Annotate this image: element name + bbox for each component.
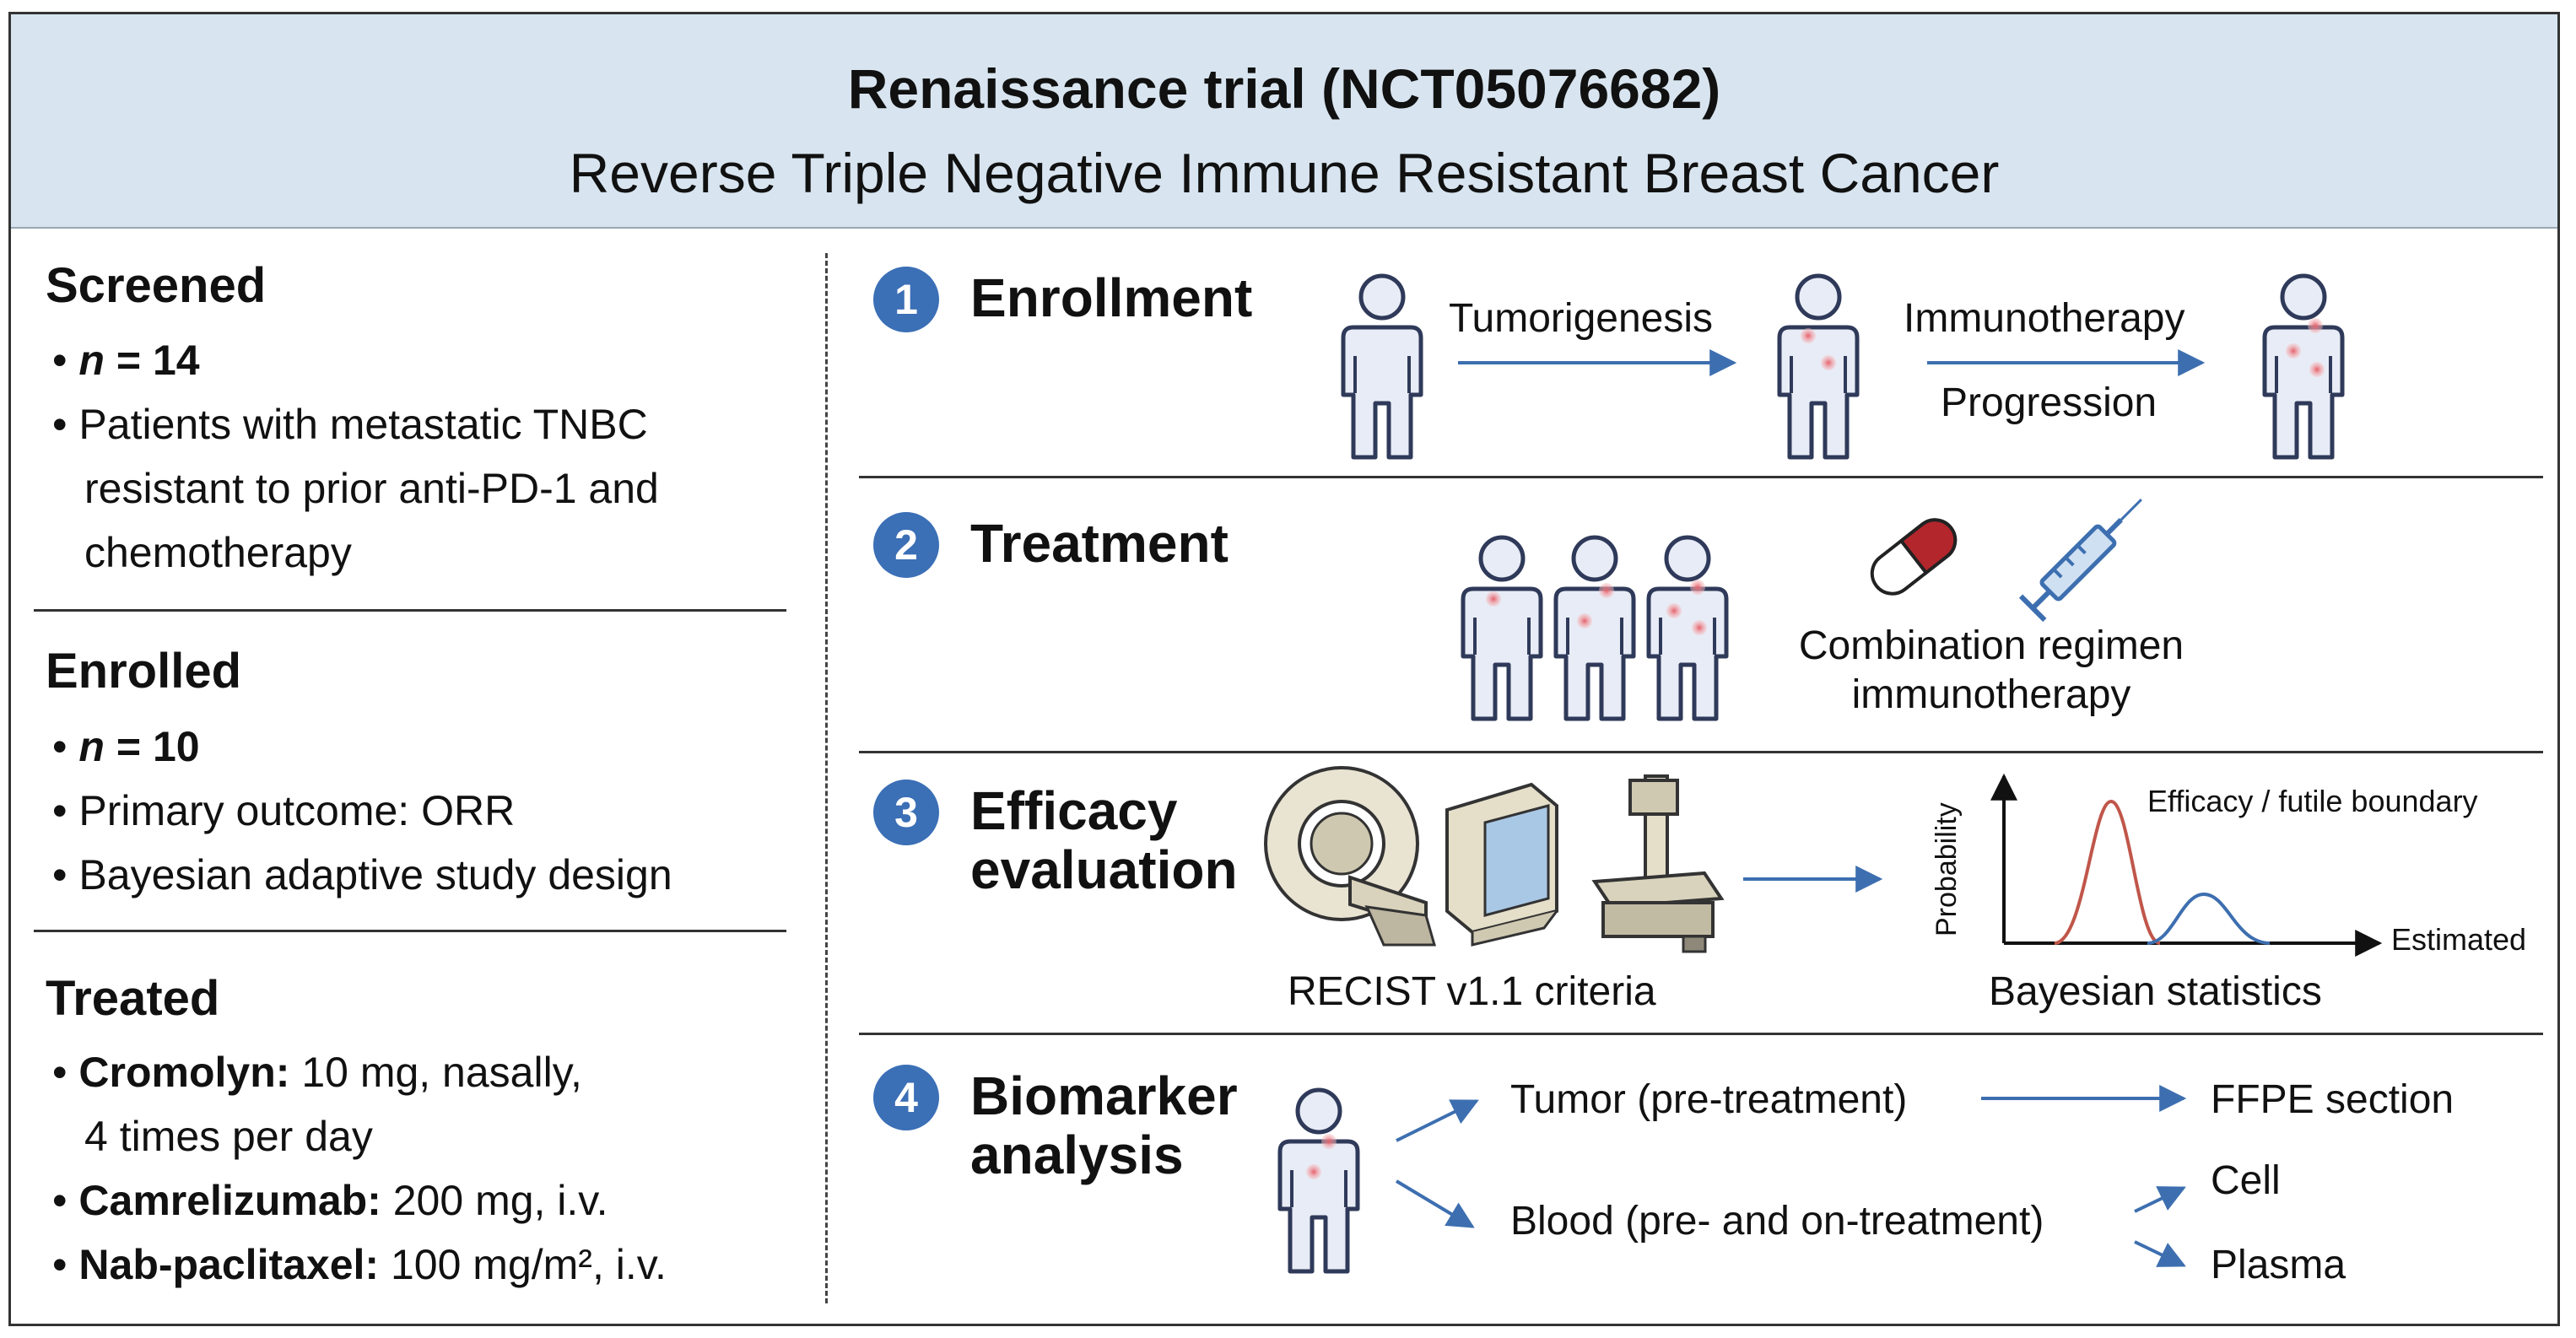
- enrolled-n-label: n: [78, 723, 105, 770]
- bullet-dot: •: [52, 723, 79, 770]
- tumorigenesis-label: Tumorigenesis: [1449, 296, 1714, 341]
- screened-bullet-2-text: Patients with metastatic TNBC: [78, 401, 648, 448]
- section-title-treatment: Treatment: [970, 513, 1229, 574]
- section-title-enrollment: Enrollment: [970, 267, 1253, 328]
- screened-n-label: n: [78, 337, 105, 384]
- enrolled-n-row: • n = 10: [52, 722, 200, 771]
- person-with-tumor-icon: [1463, 537, 1541, 719]
- drug-1-dose-line2: 4 times per day: [84, 1113, 373, 1160]
- step-badge-3: 3: [873, 780, 939, 845]
- section-title-efficacy-2: evaluation: [970, 839, 1238, 900]
- drug-1-dose: 10 mg, nasally,: [301, 1049, 582, 1096]
- person-with-tumor-icon: [1779, 276, 1857, 457]
- treated-drug-2: • Camrelizumab: 200 mg, i.v.: [52, 1176, 608, 1225]
- screened-bullet-2-line2: resistant to prior anti-PD-1 and: [84, 465, 659, 512]
- chart-annotation: Efficacy / futile boundary: [2147, 784, 2478, 818]
- xray-machine-icon: [1591, 774, 1725, 953]
- bullet-dot: •: [52, 401, 79, 448]
- left-divider-2: [34, 930, 786, 932]
- screened-bullet-2: • Patients with metastatic TNBC: [52, 400, 648, 449]
- bullet-dot: •: [52, 1177, 79, 1224]
- bullet-dot: •: [52, 337, 79, 384]
- futile-curve: [2147, 892, 2271, 945]
- arrow-right-icon: [2134, 1240, 2186, 1267]
- panel-separator: [825, 253, 828, 1303]
- screened-bullet-2-line3: chemotherapy: [84, 529, 352, 576]
- capsule-pill-icon: [1870, 518, 1958, 596]
- section-title-biomarker-2: analysis: [970, 1125, 1184, 1185]
- bullet-dot: •: [52, 851, 79, 898]
- bullet-dot: •: [52, 1049, 79, 1096]
- regimen-caption-line1: Combination regimen: [1798, 623, 2184, 668]
- section-divider-3: [859, 1033, 2543, 1035]
- page-subtitle: Reverse Triple Negative Immune Resistant…: [569, 142, 2000, 204]
- enrolled-heading: Enrolled: [46, 644, 242, 699]
- screened-heading: Screened: [46, 258, 267, 313]
- step-badge-1: 1: [873, 267, 939, 332]
- arrow-right-icon: [1396, 1099, 1479, 1142]
- screened-n-value: = 14: [116, 337, 200, 384]
- person-with-tumor-icon: [1556, 537, 1634, 719]
- bullet-dot: •: [52, 787, 79, 834]
- drug-2-name: Camrelizumab:: [78, 1177, 381, 1224]
- arrow-right-icon: [1395, 1179, 1475, 1228]
- screened-n-row: • n = 14: [52, 336, 200, 385]
- plasma-label: Plasma: [2211, 1243, 2346, 1287]
- blood-sample-label: Blood (pre- and on-treatment): [1510, 1199, 2044, 1244]
- step-badge-2: 2: [873, 512, 939, 578]
- section-title-biomarker-1: Biomarker: [970, 1066, 1238, 1126]
- header-band: Renaissance trial (NCT05076682) Reverse …: [11, 14, 2557, 229]
- section-divider-2: [859, 751, 2543, 753]
- drug-1-name: Cromolyn:: [78, 1049, 290, 1096]
- diagram-frame: [8, 12, 2560, 1326]
- drug-3-name: Nab-paclitaxel:: [78, 1241, 380, 1288]
- enrolled-bullet-2-text: Primary outcome: ORR: [78, 787, 516, 834]
- recist-caption: RECIST v1.1 criteria: [1288, 969, 1656, 1014]
- arrow-right-icon: [2134, 1186, 2186, 1213]
- computer-monitor-icon: [1445, 782, 1558, 947]
- regimen-caption-line2: immunotherapy: [1851, 672, 2131, 717]
- person-outline-icon: [1343, 276, 1421, 457]
- drug-2-dose: 200 mg, i.v.: [392, 1177, 608, 1224]
- chart-x-label: Estimated: [2391, 922, 2526, 957]
- efficacy-curve: [2054, 799, 2161, 945]
- ffpe-label: FFPE section: [2211, 1077, 2454, 1122]
- bayesian-caption: Bayesian statistics: [1989, 969, 2322, 1014]
- left-divider-1: [34, 609, 786, 612]
- page-title: Renaissance trial (NCT05076682): [847, 57, 1721, 120]
- person-with-tumor-icon: [2265, 276, 2342, 457]
- section-title-efficacy-1: Efficacy: [970, 780, 1178, 841]
- drug-3-dose: 100 mg/m², i.v.: [390, 1241, 667, 1288]
- tumor-sample-label: Tumor (pre-treatment): [1510, 1077, 1908, 1122]
- person-with-tumor-icon: [1280, 1090, 1358, 1271]
- chart-y-label: Probability: [1931, 802, 1963, 936]
- enrolled-n-value: = 10: [116, 723, 200, 770]
- enrolled-bullet-3-text: Bayesian adaptive study design: [78, 851, 672, 898]
- enrolled-bullet-3: • Bayesian adaptive study design: [52, 850, 672, 899]
- progression-label: Progression: [1941, 380, 2157, 425]
- treated-drug-1: • Cromolyn: 10 mg, nasally,: [52, 1048, 582, 1097]
- treated-drug-3: • Nab-paclitaxel: 100 mg/m², i.v.: [52, 1240, 667, 1289]
- bayesian-plot: Probability Estimated Efficacy / futile …: [1931, 773, 2526, 957]
- treated-heading: Treated: [46, 971, 220, 1026]
- cell-label: Cell: [2211, 1158, 2281, 1203]
- immunotherapy-label: Immunotherapy: [1904, 296, 2185, 341]
- bullet-dot: •: [52, 1241, 79, 1288]
- syringe-icon: [2018, 499, 2142, 623]
- section-divider-1: [859, 476, 2543, 478]
- mri-scanner-icon: [1264, 766, 1436, 947]
- enrolled-bullet-2: • Primary outcome: ORR: [52, 786, 515, 835]
- person-with-tumor-icon: [1649, 537, 1726, 719]
- step-badge-4: 4: [873, 1065, 939, 1130]
